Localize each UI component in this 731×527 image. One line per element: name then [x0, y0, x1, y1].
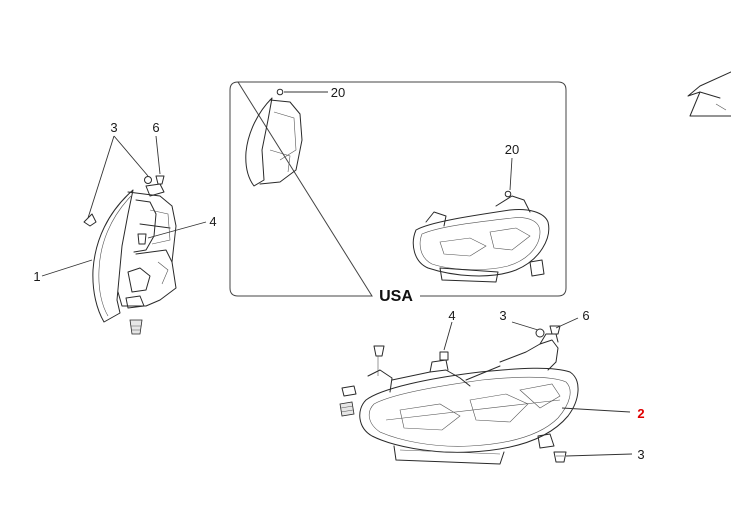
callout-1: 1	[33, 269, 40, 284]
callout-3-main-top: 3	[499, 308, 506, 323]
callout-3-main-bottom: 3	[637, 447, 644, 462]
main-headlamp-front-view	[339, 325, 579, 465]
left-leader-lines	[41, 135, 207, 277]
left-headlamp-side-view	[83, 175, 177, 335]
callout-6-main: 6	[582, 308, 589, 323]
callout-4-main: 4	[448, 308, 455, 323]
usa-small-headlamp	[245, 88, 303, 187]
callout-20-usa-mid: 20	[505, 142, 519, 157]
callout-3-left: 3	[110, 120, 117, 135]
callouts: 3 6 4 1 20 20 4 3 6 2 3	[33, 85, 644, 462]
front-direction-arrow-icon	[687, 71, 731, 117]
usa-headlamp-front	[412, 190, 550, 283]
callout-2-highlighted: 2	[637, 406, 644, 421]
usa-variant-box: USA	[229, 81, 567, 305]
callout-4-left: 4	[209, 214, 216, 229]
callout-6-left: 6	[152, 120, 159, 135]
callout-20-usa-top: 20	[331, 85, 345, 100]
main-leader-lines	[443, 317, 633, 457]
usa-variant-label: USA	[379, 288, 413, 305]
